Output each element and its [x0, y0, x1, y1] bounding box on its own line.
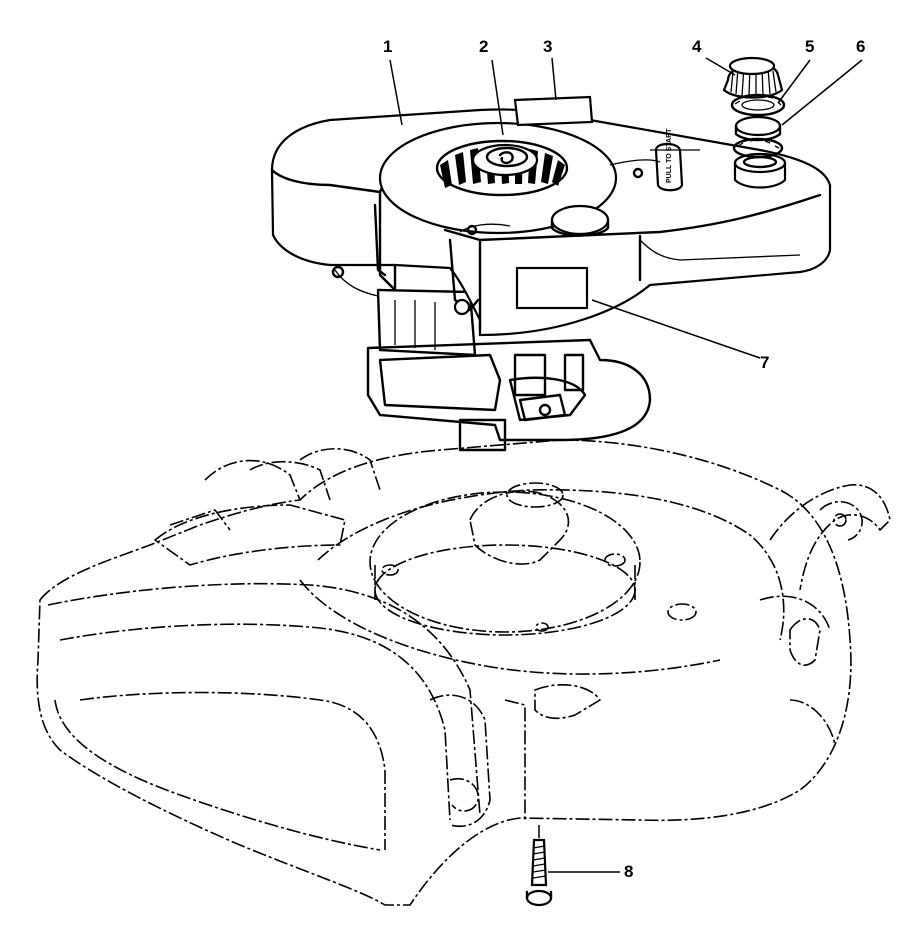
callout-2-recoil-starter: 2 — [479, 37, 489, 56]
decal-text: PULL TO START — [666, 128, 673, 183]
engine-assembly: PULL TO START — [270, 95, 832, 452]
bolt — [525, 825, 553, 907]
callout-4-fuel-cap: 4 — [692, 37, 702, 56]
callout-3-label: 3 — [543, 37, 553, 56]
leader-lines — [389, 57, 863, 873]
mower-deck — [36, 439, 891, 906]
callout-1-shroud: 1 — [383, 37, 393, 56]
callout-8-bolt: 8 — [624, 862, 634, 881]
callout-7-decal: 7 — [760, 353, 770, 372]
callout-6-vent-ring: 6 — [856, 37, 866, 56]
fuel-cap-stack — [722, 56, 786, 159]
callout-5-gasket: 5 — [805, 37, 815, 56]
